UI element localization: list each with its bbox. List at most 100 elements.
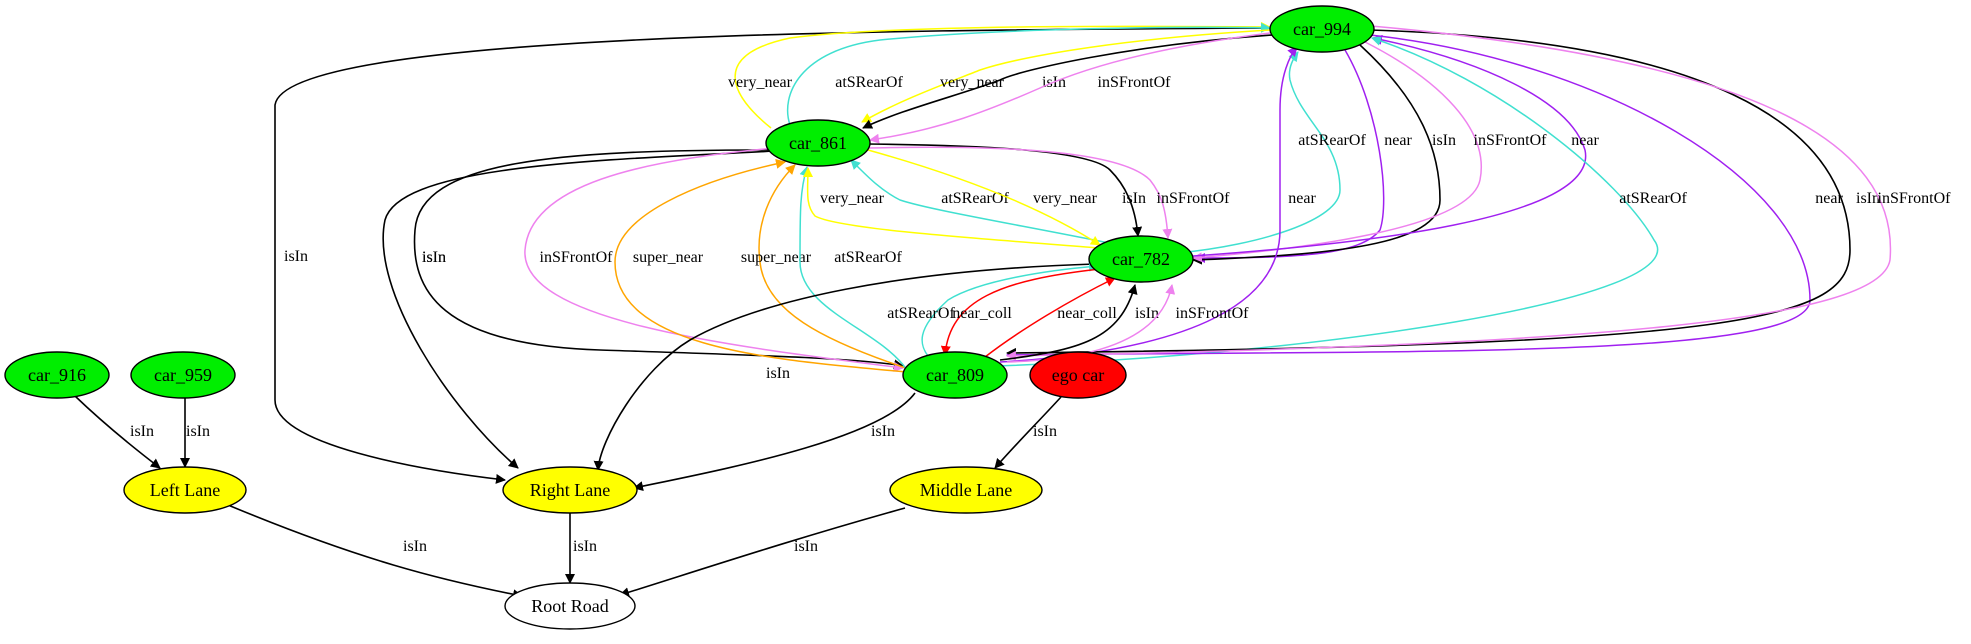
edge-car_782-very_near-car_861: very_near xyxy=(802,167,1101,249)
edge-line xyxy=(984,277,1116,358)
edge-car_782-near_coll-car_809: near_coll xyxy=(940,268,1101,356)
edge-line xyxy=(524,147,904,372)
node-car-809: car_809 xyxy=(902,351,1008,399)
edge-label: very_near xyxy=(728,74,793,91)
edge-label: isIn xyxy=(1135,305,1159,322)
node-label: ego car xyxy=(1052,365,1104,385)
edge-line xyxy=(274,27,1271,484)
edge-label: near xyxy=(1288,190,1316,207)
edge-car_994-isIn-car_809: isIn xyxy=(1006,29,1880,358)
edge-car_861-isIn-car_809: isIn xyxy=(413,149,904,370)
edge-label: super_near xyxy=(633,249,704,266)
edge-car_994-isIn-car_861: isIn xyxy=(862,34,1273,129)
edge-right_lane-isIn-root_road: isIn xyxy=(565,513,597,584)
edge-label: isIn xyxy=(422,249,446,266)
edge-label: very_near xyxy=(1033,190,1098,207)
edge-line xyxy=(1192,44,1441,265)
edge-line xyxy=(999,46,1298,363)
edge-line xyxy=(940,268,1101,356)
edge-car_861-atSRearOf-car_994: atSRearOf xyxy=(786,22,1271,126)
edge-label: inSFrontOf xyxy=(540,249,614,266)
edge-line xyxy=(619,507,906,598)
edge-label: isIn xyxy=(403,538,427,555)
edge-line xyxy=(799,166,908,371)
edge-line xyxy=(1006,25,1892,361)
node-car-782: car_782 xyxy=(1088,235,1194,283)
edge-label: inSFrontOf xyxy=(1474,132,1548,149)
edge-car_809-super_near-car_861: super_near xyxy=(614,158,907,373)
edge-label: atSRearOf xyxy=(835,74,903,91)
edge-line xyxy=(734,21,1271,129)
edge-car_782-atSRearOf-car_861: atSRearOf xyxy=(850,159,1110,244)
node-shape xyxy=(123,466,247,514)
edge-line xyxy=(999,284,1138,361)
node-shape xyxy=(504,582,636,630)
edge-label: isIn xyxy=(766,365,790,382)
node-shape xyxy=(130,351,236,399)
edge-line xyxy=(382,150,776,469)
edge-label: near_coll xyxy=(1057,305,1117,322)
edge-label: atSRearOf xyxy=(1298,132,1366,149)
edge-label: isIn xyxy=(573,538,597,555)
edge-car_809-inSFrontOf-car_782: inSFrontOf xyxy=(1006,284,1249,363)
edge-label: isIn xyxy=(186,423,210,440)
edge-line xyxy=(867,146,1173,239)
edge-label: near xyxy=(1571,132,1599,149)
node-shape xyxy=(889,466,1043,514)
node-shape xyxy=(765,119,871,167)
edge-car_994-near-car_782: near xyxy=(1195,49,1412,263)
edge-label: isIn xyxy=(284,248,308,265)
node-car-959: car_959 xyxy=(130,351,236,399)
edge-line xyxy=(1006,29,1851,358)
edge-car_809-near-car_994: near xyxy=(999,46,1316,363)
node-car-916: car_916 xyxy=(4,351,110,399)
node-right-lane: Right Lane xyxy=(502,466,638,514)
edge-line xyxy=(633,392,916,492)
node-label: car_809 xyxy=(926,365,984,385)
edge-car_809-atSRearOf-car_861: atSRearOf xyxy=(799,166,908,371)
edge-car_861-isIn-right_lane: isIn xyxy=(382,150,776,469)
edge-label: isIn xyxy=(871,423,895,440)
node-shape xyxy=(902,351,1008,399)
node-shape xyxy=(502,466,638,514)
edge-ego_car-isIn-middle_lane: isIn xyxy=(994,396,1062,469)
edge-label: inSFrontOf xyxy=(1157,190,1231,207)
node-middle-lane: Middle Lane xyxy=(889,466,1043,514)
edge-line xyxy=(802,167,1101,249)
edge-car_809-atSRearOf-car_782: atSRearOf xyxy=(887,261,1099,357)
edge-car_809-isIn-car_782: isIn xyxy=(999,284,1159,361)
edge-line xyxy=(1195,49,1385,263)
edge-label: super_near xyxy=(741,249,812,266)
node-ego-car: ego car xyxy=(1029,351,1127,399)
edge-line xyxy=(758,164,913,371)
edge-car_959-isIn-left_lane: isIn xyxy=(180,398,210,468)
edge-car_994-isIn-right_lane: isIn xyxy=(274,27,1271,484)
edge-line xyxy=(1006,284,1176,363)
edge-line xyxy=(227,504,523,600)
edge-car_994-inSFrontOf-car_809: inSFrontOf xyxy=(1006,25,1951,361)
edge-car_861-very_near-car_994: very_near xyxy=(728,21,1271,129)
edge-line xyxy=(862,34,1273,129)
edge-label: isIn xyxy=(1122,190,1146,207)
edge-car_861-inSFrontOf-car_782: inSFrontOf xyxy=(867,146,1231,239)
edge-label: atSRearOf xyxy=(834,249,902,266)
node-label: car_994 xyxy=(1293,19,1351,39)
edge-label: isIn xyxy=(1432,132,1456,149)
node-label: Left Lane xyxy=(150,480,220,500)
edge-car_861-isIn-car_782: isIn xyxy=(865,143,1146,237)
edge-label: near_coll xyxy=(952,305,1012,322)
node-shape xyxy=(1029,351,1127,399)
edge-line xyxy=(74,395,161,469)
edge-car_994-isIn-car_782: isIn xyxy=(1192,44,1456,265)
edge-car_861-very_near-car_782: very_near xyxy=(867,149,1101,246)
edge-line xyxy=(786,22,1271,126)
edge-car_809-isIn-right_lane: isIn xyxy=(633,392,916,492)
edge-line xyxy=(865,143,1143,237)
edge-line xyxy=(861,29,1271,123)
node-shape xyxy=(1269,5,1375,53)
edge-label: very_near xyxy=(940,74,1005,91)
